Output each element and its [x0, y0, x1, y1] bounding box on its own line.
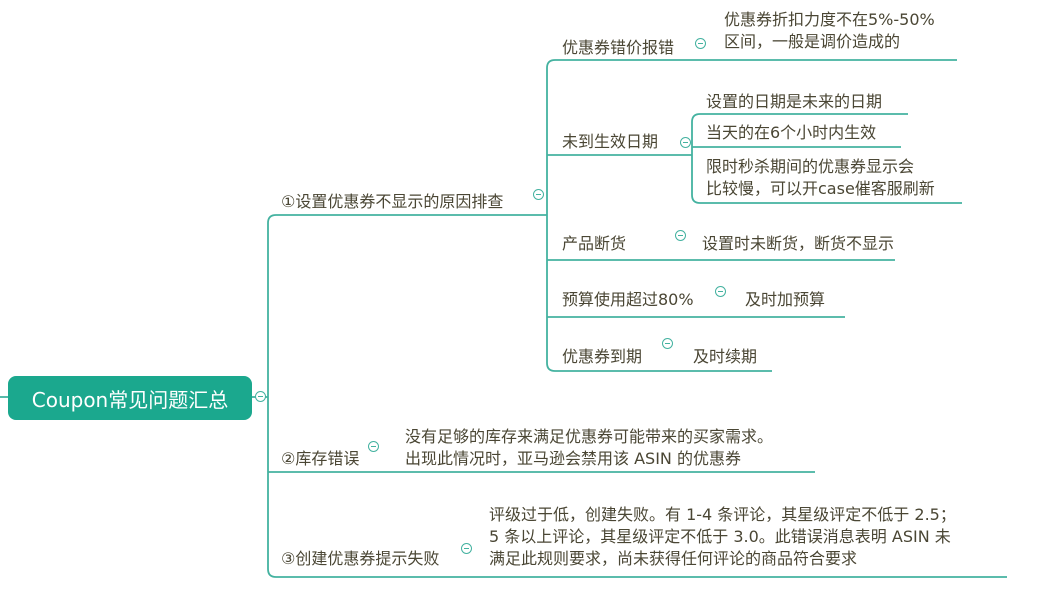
leaf-future-date[interactable]: 设置的日期是未来的日期	[706, 92, 883, 111]
node-product-out-of-stock[interactable]: 产品断货	[562, 234, 627, 253]
leaf-oos-note[interactable]: 设置时未断货，断货不显示	[702, 234, 895, 253]
collapse-oos-button[interactable]	[675, 230, 686, 241]
connector-noteffective-children	[691, 113, 962, 204]
node-inventory-error[interactable]: ②库存错误	[281, 449, 360, 468]
minus-icon	[536, 193, 541, 196]
collapse-budget-button[interactable]	[715, 286, 726, 297]
node-create-coupon-fail[interactable]: ③创建优惠券提示失败	[281, 549, 440, 568]
node-budget-over-80[interactable]: 预算使用超过80%	[562, 290, 694, 309]
minus-icon	[683, 141, 688, 144]
leaf-lightning-deal-note[interactable]: 限时秒杀期间的优惠券显示会 比较慢，可以开case催客服刷新	[706, 157, 935, 198]
collapse-setup-button[interactable]	[533, 189, 544, 200]
minus-icon	[371, 445, 376, 448]
connector-main-branch	[267, 214, 1007, 578]
leaf-renew[interactable]: 及时续期	[693, 347, 758, 366]
leaf-inventory-note[interactable]: 没有足够的库存来满足优惠券可能带来的买家需求。 出现此情况时，亚马逊会禁用该 A…	[405, 427, 774, 468]
node-not-yet-effective[interactable]: 未到生效日期	[562, 132, 659, 151]
collapse-inventory-button[interactable]	[368, 441, 379, 452]
collapse-createfail-button[interactable]	[461, 543, 472, 554]
collapse-expired-button[interactable]	[662, 338, 673, 349]
minus-icon	[665, 342, 670, 345]
leaf-six-hours[interactable]: 当天的在6个小时内生效	[706, 123, 877, 142]
minus-icon	[678, 234, 683, 237]
connector-branch1-children	[546, 59, 957, 372]
root-node[interactable]: Coupon常见问题汇总	[8, 376, 252, 420]
minus-icon	[718, 290, 723, 293]
node-coupon-price-error[interactable]: 优惠券错价报错	[562, 38, 675, 57]
collapse-root-button[interactable]	[255, 391, 266, 402]
leaf-rating-note[interactable]: 评级过于低，创建失败。有 1-4 条评论，其星级评定不低于 2.5； 5 条以上…	[489, 505, 956, 568]
leaf-add-budget[interactable]: 及时加预算	[745, 290, 826, 309]
minus-icon	[258, 395, 263, 398]
leaf-discount-range-note[interactable]: 优惠券折扣力度不在5%-50% 区间，一般是调价造成的	[724, 10, 935, 51]
collapse-price-error-button[interactable]	[695, 38, 706, 49]
collapse-noteffective-button[interactable]	[680, 137, 691, 148]
minus-icon	[464, 547, 469, 550]
minus-icon	[698, 42, 703, 45]
node-setup-not-displayed[interactable]: ①设置优惠券不显示的原因排查	[281, 192, 504, 211]
node-coupon-expired[interactable]: 优惠券到期	[562, 347, 643, 366]
